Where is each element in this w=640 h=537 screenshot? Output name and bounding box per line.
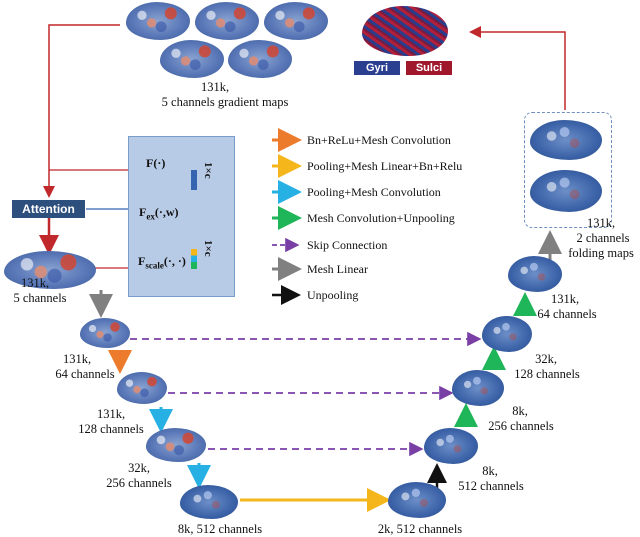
input-label-1: 131k, [20, 276, 50, 290]
gradient-label-2: 5 channels gradient maps [161, 95, 289, 109]
f-scale-label: Fscale(·, ·) [138, 254, 186, 271]
bottom-left-label: 8k, 512 channels [177, 522, 263, 536]
legend-label-4: Mesh Convolution+Unpooling [307, 211, 455, 225]
d3-label-2: 128 channels [514, 367, 580, 381]
legend-label-5: Skip Connection [307, 238, 388, 252]
encoder-brain-2 [117, 372, 167, 404]
d1-label-1: 8k, [482, 464, 498, 478]
gradient-brain-1 [126, 2, 190, 40]
legend-label-3: Pooling+Mesh Convolution [307, 185, 441, 199]
bottom-right-brain [388, 482, 446, 518]
e1-label-1: 131k, [62, 352, 92, 366]
d1-label-2: 512 channels [458, 479, 524, 493]
gradient-brain-4 [160, 40, 224, 78]
d2-label-1: 8k, [512, 404, 528, 418]
folding-maps-box [524, 112, 612, 228]
legend-arrows [272, 128, 302, 305]
dim-bar-bottom [191, 249, 197, 269]
folding-brain-1 [530, 120, 602, 160]
attention-button: Attention [12, 200, 85, 218]
dim-bar-top [191, 170, 197, 190]
legend-label-6: Mesh Linear [307, 262, 368, 276]
legend-label-2: Pooling+Mesh Linear+Bn+Relu [307, 159, 463, 173]
gradient-brain-5 [228, 40, 292, 78]
gyri-tag: Gyri [354, 61, 400, 75]
encoder-brain-1 [80, 318, 130, 348]
e3-label-1: 32k, [128, 461, 150, 475]
legend-label-1: Bn+ReLu+Mesh Convolution [307, 133, 451, 147]
decoder-brain-3 [482, 316, 532, 352]
arrow-output [469, 26, 566, 110]
gradient-brain-3 [264, 2, 328, 40]
arrow-gradient-to-attention [43, 24, 120, 198]
encoder-brain-3 [146, 428, 206, 462]
e1-label-2: 64 channels [55, 367, 115, 381]
dim-top-label: 1×c [202, 162, 214, 179]
d4-label-2: 64 channels [537, 307, 597, 321]
folding-brain-2 [530, 170, 602, 212]
bottom-right-label: 2k, 512 channels [377, 522, 463, 536]
gradient-label-1: 131k, [200, 80, 230, 94]
decoder-brain-4 [508, 256, 562, 292]
f-function-label: F(·) [146, 156, 166, 170]
f-ex-label: Fex(·,w) [139, 205, 179, 222]
bottom-left-brain [180, 485, 238, 519]
e2-label-2: 128 channels [78, 422, 144, 436]
input-label-2: 5 channels [13, 291, 67, 305]
input-brain [4, 251, 96, 289]
fold-label-2: 2 channels [576, 231, 630, 245]
output-brain [362, 6, 448, 56]
sulci-tag: Sulci [406, 61, 452, 75]
d3-label-1: 32k, [535, 352, 557, 366]
d4-label-1: 131k, [550, 292, 580, 306]
e2-label-1: 131k, [96, 407, 126, 421]
decoder-brain-1 [424, 428, 478, 464]
attention-panel [128, 136, 235, 297]
dim-bottom-label: 1×c [202, 240, 214, 257]
legend-label-7: Unpooling [307, 288, 359, 302]
decoder-brain-2 [452, 370, 504, 406]
fold-label-3: folding maps [568, 246, 634, 260]
fold-label-1: 131k, [586, 216, 616, 230]
d2-label-2: 256 channels [488, 419, 554, 433]
e3-label-2: 256 channels [106, 476, 172, 490]
gradient-brain-2 [195, 2, 259, 40]
